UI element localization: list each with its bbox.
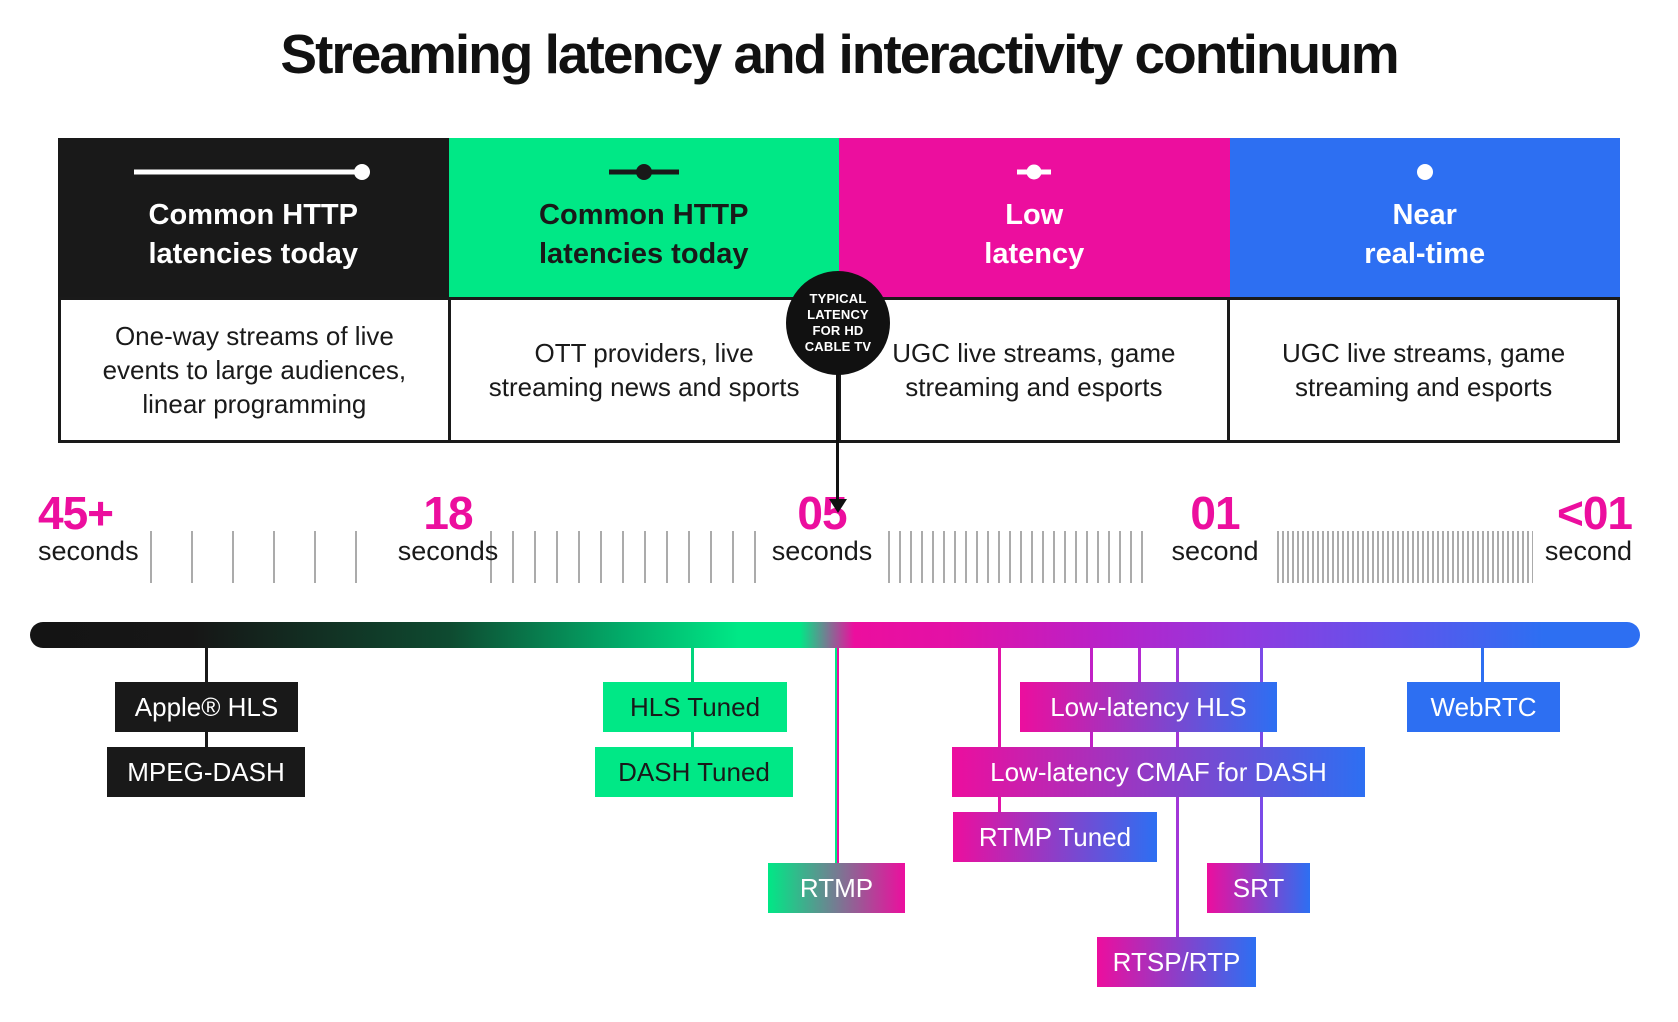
protocol-rtmp: RTMP [768, 863, 905, 913]
tick-group-05-to-01 [888, 531, 1152, 583]
category-label: Common HTTP latencies today [148, 199, 359, 270]
connector-rtmp [835, 635, 839, 866]
description-common-http-2: OTT providers, live streaming news and s… [451, 300, 841, 440]
badge-arrow-line [836, 373, 839, 501]
protocol-rtsp-rtp: RTSP/RTP [1097, 937, 1256, 987]
protocol-low-latency-cmaf-for-dash: Low-latency CMAF for DASH [952, 747, 1365, 797]
tick-group-18-to-05 [490, 531, 757, 583]
description-low-latency: UGC live streams, game streaming and esp… [841, 300, 1231, 440]
typical-latency-badge: TYPICAL LATENCY FOR HD CABLE TV [786, 271, 890, 375]
timeline-label-05s: 05 seconds [771, 487, 873, 566]
category-label: Near real-time [1364, 199, 1486, 270]
category-common-http-2: Common HTTP latencies today [448, 138, 839, 297]
slider-medium-range-icon [608, 164, 679, 181]
category-near-real-time: Near real-time [1229, 138, 1620, 297]
timeline-label-18s: 18 seconds [397, 487, 499, 566]
badge-arrowhead-icon [829, 499, 847, 513]
category-label: Common HTTP latencies today [538, 199, 749, 270]
protocol-mpeg-dash: MPEG-DASH [107, 747, 305, 797]
category-header-row: Common HTTP latencies today Common HTTP … [58, 138, 1620, 297]
category-low-latency: Low latency [839, 138, 1230, 297]
protocol-hls-tuned: HLS Tuned [603, 682, 787, 732]
dot-icon [1416, 164, 1433, 181]
slider-short-range-icon [1017, 164, 1052, 180]
protocol-low-latency-hls: Low-latency HLS [1020, 682, 1277, 732]
timeline-label-01s: 01 second [1171, 487, 1259, 566]
description-common-http-1: One-way streams of live events to large … [61, 300, 451, 440]
timeline-label-sub01s: <01 second [1544, 487, 1633, 566]
protocol-dash-tuned: DASH Tuned [595, 747, 793, 797]
connector-low-latency-hls [1138, 635, 1141, 685]
tick-group-01-to-sub01 [1277, 531, 1533, 583]
protocol-apple-hls: Apple® HLS [115, 682, 298, 732]
slider-full-range-icon [134, 164, 371, 181]
protocol-srt: SRT [1207, 863, 1310, 913]
protocol-rtmp-tuned: RTMP Tuned [953, 812, 1157, 862]
protocol-webrtc: WebRTC [1407, 682, 1560, 732]
latency-continuum-bar [30, 622, 1640, 648]
tick-group-45-to-18 [150, 531, 359, 583]
category-common-http-1: Common HTTP latencies today [58, 138, 449, 297]
timeline-label-45s: 45+ seconds [38, 487, 139, 566]
page-title: Streaming latency and interactivity cont… [280, 23, 1399, 85]
description-near-real-time: UGC live streams, game streaming and esp… [1282, 337, 1566, 402]
connector-webrtc [1481, 635, 1484, 685]
connector-rtmp-tuned [998, 635, 1001, 815]
category-label: Low latency [984, 199, 1085, 270]
